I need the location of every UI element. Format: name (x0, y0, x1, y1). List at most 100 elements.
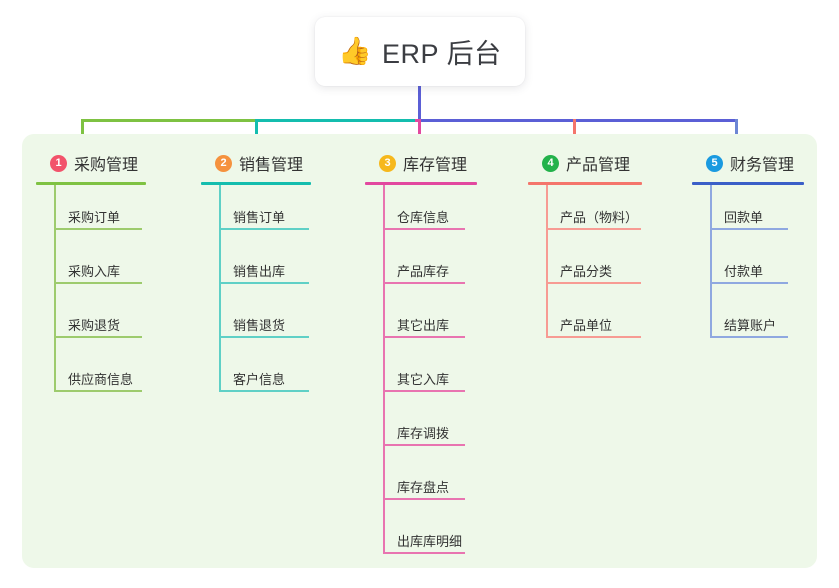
branch-header-2[interactable]: 2 销售管理 (201, 148, 319, 178)
leaf-item[interactable]: 供应商信息 (36, 347, 156, 401)
leaf-label: 客户信息 (233, 372, 286, 387)
leaf-label: 销售退货 (233, 318, 286, 333)
branch-column-1: 1 采购管理采购订单采购入库采购退货供应商信息 (36, 148, 156, 401)
branch-column-2: 2 销售管理销售订单销售出库销售退货客户信息 (201, 148, 319, 401)
branch-underline-4 (528, 182, 642, 185)
leaf-label: 其它入库 (397, 372, 450, 387)
leaf-underline (54, 390, 142, 392)
branch-underline-5 (692, 182, 804, 185)
leaf-underline (54, 336, 142, 338)
leaf-underline (383, 336, 465, 338)
root-stem (418, 86, 421, 122)
leaf-label: 产品分类 (560, 264, 613, 279)
leaf-underline (546, 282, 641, 284)
leaf-item[interactable]: 采购订单 (36, 185, 156, 239)
leaf-label: 采购退货 (68, 318, 121, 333)
leaf-item[interactable]: 采购入库 (36, 239, 156, 293)
leaf-list-3: 仓库信息产品库存其它出库其它入库库存调拨库存盘点出库库明细 (365, 185, 485, 563)
leaf-item[interactable]: 结算账户 (692, 293, 810, 347)
segment-indigo (418, 119, 738, 122)
leaf-underline (383, 498, 465, 500)
leaf-underline (383, 282, 465, 284)
leaf-underline (219, 336, 309, 338)
branch-header-5[interactable]: 5 财务管理 (692, 148, 810, 178)
branch-header-4[interactable]: 4 产品管理 (528, 148, 650, 178)
branch-number-badge-4: 4 (542, 154, 559, 172)
branch-title-4: 产品管理 (566, 157, 631, 174)
leaf-item[interactable]: 产品分类 (528, 239, 650, 293)
leaf-label: 产品（物料） (560, 210, 639, 225)
branch-number-badge-1: 1 (50, 154, 67, 172)
leaf-item[interactable]: 客户信息 (201, 347, 319, 401)
leaf-item[interactable]: 销售出库 (201, 239, 319, 293)
leaf-item[interactable]: 产品（物料） (528, 185, 650, 239)
branch-drop-1 (81, 119, 84, 148)
root-node-card[interactable]: 👍 ERP 后台 (315, 17, 525, 86)
segment-teal (255, 119, 418, 122)
leaf-label: 其它出库 (397, 318, 450, 333)
branch-underline-2 (201, 182, 311, 185)
leaf-underline (710, 336, 788, 338)
branch-title-2: 销售管理 (239, 157, 304, 174)
branch-header-1[interactable]: 1 采购管理 (36, 148, 156, 178)
leaf-spine-4 (546, 185, 548, 338)
leaf-list-4: 产品（物料） 产品分类产品单位 (528, 185, 650, 347)
leaf-underline (383, 444, 465, 446)
branch-column-4: 4 产品管理产品（物料） 产品分类产品单位 (528, 148, 650, 347)
thumbs-up-icon: 👍 (338, 36, 373, 66)
leaf-underline (710, 228, 788, 230)
leaf-label: 产品库存 (397, 264, 450, 279)
branch-title-1: 采购管理 (74, 157, 139, 174)
branch-panel (22, 134, 817, 568)
leaf-underline (383, 228, 465, 230)
branch-underline-1 (36, 182, 146, 185)
branch-drop-4 (573, 119, 576, 148)
branch-column-5: 5 财务管理回款单付款单结算账户 (692, 148, 810, 347)
branch-title-5: 财务管理 (730, 157, 795, 174)
leaf-list-1: 采购订单采购入库采购退货供应商信息 (36, 185, 156, 401)
leaf-underline (219, 390, 309, 392)
branch-drop-2 (255, 119, 258, 148)
leaf-underline (546, 336, 641, 338)
leaf-item[interactable]: 库存盘点 (365, 455, 485, 509)
leaf-item[interactable]: 销售退货 (201, 293, 319, 347)
root-node-title: ERP 后台 (382, 39, 502, 69)
leaf-underline (219, 228, 309, 230)
leaf-label: 采购入库 (68, 264, 121, 279)
leaf-spine-5 (710, 185, 712, 338)
leaf-item[interactable]: 销售订单 (201, 185, 319, 239)
leaf-item[interactable]: 其它入库 (365, 347, 485, 401)
branch-number-badge-3: 3 (379, 154, 396, 172)
leaf-item[interactable]: 出库库明细 (365, 509, 485, 563)
leaf-item[interactable]: 付款单 (692, 239, 810, 293)
leaf-label: 库存盘点 (397, 480, 450, 495)
leaf-item[interactable]: 仓库信息 (365, 185, 485, 239)
leaf-label: 采购订单 (68, 210, 121, 225)
leaf-label: 出库库明细 (397, 534, 463, 549)
leaf-item[interactable]: 回款单 (692, 185, 810, 239)
leaf-underline (219, 282, 309, 284)
leaf-spine-2 (219, 185, 221, 392)
leaf-item[interactable]: 产品库存 (365, 239, 485, 293)
leaf-spine-1 (54, 185, 56, 392)
branch-number-badge-2: 2 (215, 154, 232, 172)
leaf-label: 产品单位 (560, 318, 613, 333)
leaf-list-5: 回款单付款单结算账户 (692, 185, 810, 347)
leaf-label: 回款单 (724, 210, 764, 225)
leaf-label: 库存调拨 (397, 426, 450, 441)
leaf-label: 供应商信息 (68, 372, 134, 387)
leaf-underline (54, 228, 142, 230)
leaf-item[interactable]: 采购退货 (36, 293, 156, 347)
leaf-underline (383, 390, 465, 392)
leaf-underline (546, 228, 641, 230)
leaf-label: 销售订单 (233, 210, 286, 225)
leaf-item[interactable]: 产品单位 (528, 293, 650, 347)
leaf-underline (54, 282, 142, 284)
leaf-item[interactable]: 其它出库 (365, 293, 485, 347)
leaf-label: 付款单 (724, 264, 764, 279)
branch-number-badge-5: 5 (706, 154, 723, 172)
leaf-item[interactable]: 库存调拨 (365, 401, 485, 455)
